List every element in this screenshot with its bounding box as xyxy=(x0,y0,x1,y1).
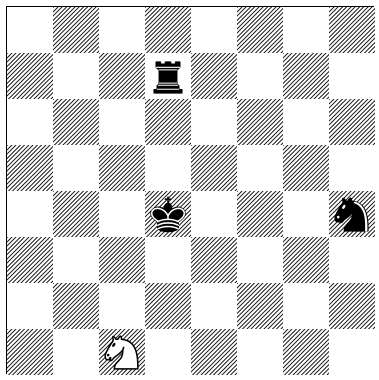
square-h2[interactable] xyxy=(329,283,375,329)
square-f1[interactable] xyxy=(237,329,283,375)
square-d8[interactable] xyxy=(145,7,191,53)
white-knight-icon[interactable] xyxy=(99,329,145,375)
square-h5[interactable] xyxy=(329,145,375,191)
square-e5[interactable] xyxy=(191,145,237,191)
square-e1[interactable] xyxy=(191,329,237,375)
square-b3[interactable] xyxy=(53,237,99,283)
square-c7[interactable] xyxy=(99,53,145,99)
square-g8[interactable] xyxy=(283,7,329,53)
square-g5[interactable] xyxy=(283,145,329,191)
square-f8[interactable] xyxy=(237,7,283,53)
square-e3[interactable] xyxy=(191,237,237,283)
square-g2[interactable] xyxy=(283,283,329,329)
square-c3[interactable] xyxy=(99,237,145,283)
square-h8[interactable] xyxy=(329,7,375,53)
square-f5[interactable] xyxy=(237,145,283,191)
square-a6[interactable] xyxy=(7,99,53,145)
square-f2[interactable] xyxy=(237,283,283,329)
square-a5[interactable] xyxy=(7,145,53,191)
square-c2[interactable] xyxy=(99,283,145,329)
square-a4[interactable] xyxy=(7,191,53,237)
square-e6[interactable] xyxy=(191,99,237,145)
square-d3[interactable] xyxy=(145,237,191,283)
square-e7[interactable] xyxy=(191,53,237,99)
square-e4[interactable] xyxy=(191,191,237,237)
square-c5[interactable] xyxy=(99,145,145,191)
square-e2[interactable] xyxy=(191,283,237,329)
square-b1[interactable] xyxy=(53,329,99,375)
square-c4[interactable] xyxy=(99,191,145,237)
black-king-icon[interactable] xyxy=(145,191,191,237)
square-d6[interactable] xyxy=(145,99,191,145)
square-d5[interactable] xyxy=(145,145,191,191)
square-g6[interactable] xyxy=(283,99,329,145)
square-c8[interactable] xyxy=(99,7,145,53)
square-h4[interactable] xyxy=(329,191,375,237)
square-b2[interactable] xyxy=(53,283,99,329)
square-b7[interactable] xyxy=(53,53,99,99)
square-a7[interactable] xyxy=(7,53,53,99)
square-d7[interactable] xyxy=(145,53,191,99)
black-rook-icon[interactable] xyxy=(145,53,191,99)
square-d1[interactable] xyxy=(145,329,191,375)
square-f7[interactable] xyxy=(237,53,283,99)
square-a8[interactable] xyxy=(7,7,53,53)
square-g1[interactable] xyxy=(283,329,329,375)
square-g4[interactable] xyxy=(283,191,329,237)
square-b5[interactable] xyxy=(53,145,99,191)
square-b6[interactable] xyxy=(53,99,99,145)
square-h1[interactable] xyxy=(329,329,375,375)
square-f4[interactable] xyxy=(237,191,283,237)
square-c1[interactable] xyxy=(99,329,145,375)
square-d2[interactable] xyxy=(145,283,191,329)
square-a1[interactable] xyxy=(7,329,53,375)
square-h7[interactable] xyxy=(329,53,375,99)
square-f6[interactable] xyxy=(237,99,283,145)
square-c6[interactable] xyxy=(99,99,145,145)
square-b8[interactable] xyxy=(53,7,99,53)
square-g7[interactable] xyxy=(283,53,329,99)
square-a3[interactable] xyxy=(7,237,53,283)
square-h6[interactable] xyxy=(329,99,375,145)
square-h3[interactable] xyxy=(329,237,375,283)
square-d4[interactable] xyxy=(145,191,191,237)
square-b4[interactable] xyxy=(53,191,99,237)
square-g3[interactable] xyxy=(283,237,329,283)
square-f3[interactable] xyxy=(237,237,283,283)
square-e8[interactable] xyxy=(191,7,237,53)
chess-board xyxy=(6,6,374,374)
square-a2[interactable] xyxy=(7,283,53,329)
black-knight-icon[interactable] xyxy=(329,191,375,237)
